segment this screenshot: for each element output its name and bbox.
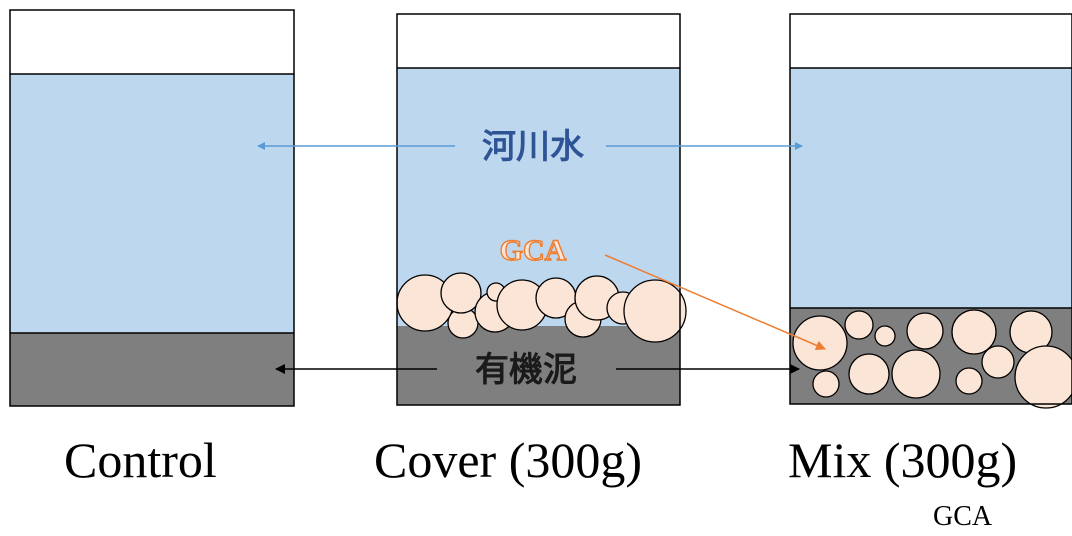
control-water-layer: [10, 74, 294, 333]
mix-sub-caption: GCA: [933, 501, 993, 532]
gca-pebble: [844, 310, 874, 340]
control-mud-layer: [10, 333, 294, 406]
cover-mud-layer: [397, 326, 680, 405]
gca-arrow: [604, 254, 826, 351]
cover-beaker: [396, 13, 687, 406]
mix-gca-pebble-group: [792, 309, 1072, 409]
mix-water-layer: [790, 68, 1072, 308]
cover-beaker-outline: [396, 13, 681, 406]
gca-label: GCA: [500, 234, 567, 267]
gca-pebble: [955, 367, 983, 395]
gca-pebble: [848, 353, 890, 395]
water-label: 河川水: [482, 127, 585, 167]
gca-pebble: [906, 312, 944, 350]
control-beaker: [9, 9, 295, 407]
control-caption: Control: [64, 432, 217, 488]
cover-gca-pebble-layer: [396, 272, 687, 343]
control-beaker-outline: [9, 9, 295, 407]
mix-beaker: [789, 13, 1072, 409]
gca-pebble: [792, 315, 848, 371]
mix-caption: Mix (300g): [788, 432, 1018, 488]
gca-pebble: [440, 272, 482, 314]
gca-pebble: [874, 325, 896, 347]
cover-caption: Cover (300g): [374, 432, 642, 488]
gca-pebble: [1014, 345, 1072, 409]
gca-pebble: [812, 370, 840, 398]
mud-label: 有機泥: [475, 350, 577, 390]
mix-beaker-outline: [789, 13, 1072, 405]
gca-pebble: [891, 349, 941, 399]
gca-pebble: [951, 309, 997, 355]
gca-pebble: [623, 279, 687, 343]
gca-pebble: [981, 345, 1015, 379]
